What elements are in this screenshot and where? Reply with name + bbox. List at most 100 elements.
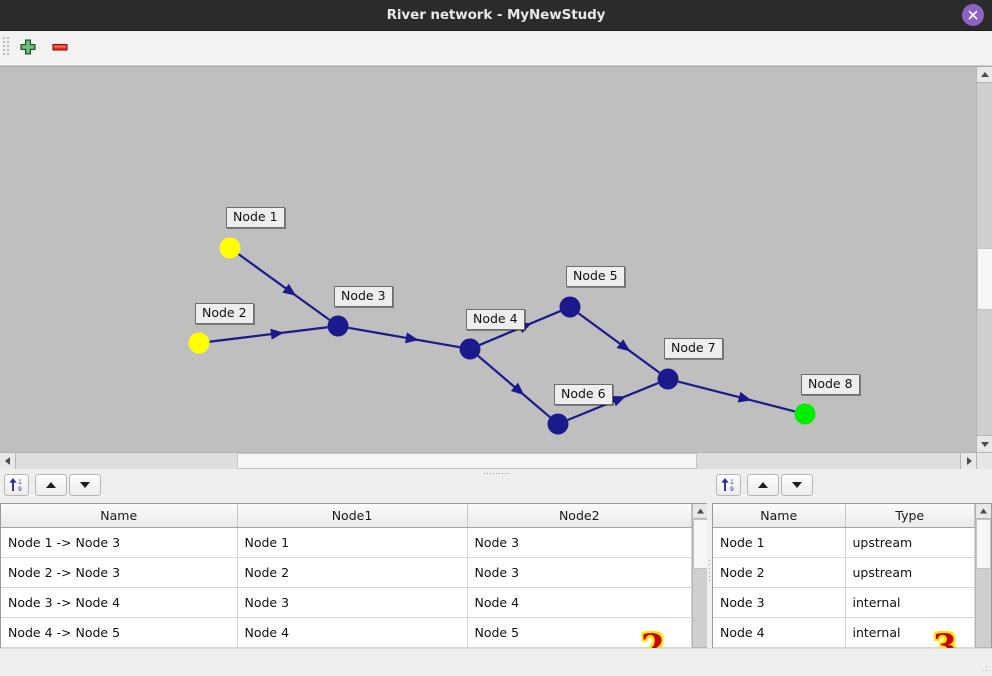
- scroll-track-upper[interactable]: [977, 83, 992, 248]
- table-cell[interactable]: Node 2 -> Node 3: [1, 557, 238, 588]
- move-down-icon[interactable]: [781, 474, 813, 496]
- move-down-icon[interactable]: [69, 474, 101, 496]
- add-plus-icon[interactable]: [18, 37, 42, 59]
- column-header[interactable]: Name: [713, 504, 846, 528]
- column-header[interactable]: Name: [1, 504, 238, 528]
- canvas-vscroll-thumb[interactable]: [977, 248, 992, 310]
- reaches-vscroll-thumb[interactable]: [693, 519, 708, 569]
- horizontal-splitter[interactable]: [0, 469, 992, 478]
- title-bar: River network - MyNewStudy: [0, 0, 992, 31]
- table-cell[interactable]: internal: [845, 617, 975, 648]
- scroll-down-arrow-icon[interactable]: [977, 435, 992, 452]
- move-up-icon[interactable]: [747, 474, 779, 496]
- graph-node-label[interactable]: Node 5: [566, 266, 625, 287]
- table-cell[interactable]: Node 4: [237, 617, 468, 648]
- nodes-scroll-up-arrow-icon[interactable]: [976, 504, 991, 519]
- graph-node[interactable]: [459, 338, 481, 360]
- column-header[interactable]: Node2: [467, 504, 692, 528]
- vertical-splitter[interactable]: [707, 470, 713, 676]
- table-cell[interactable]: Node 1: [237, 527, 468, 558]
- canvas-vertical-scrollbar[interactable]: [976, 67, 992, 452]
- graph-node-label[interactable]: Node 7: [664, 338, 723, 359]
- table-cell[interactable]: internal: [845, 587, 975, 618]
- plus-glyph: [20, 39, 36, 55]
- status-bar: [0, 648, 992, 676]
- graph-edge[interactable]: [677, 380, 796, 413]
- close-icon[interactable]: [962, 4, 984, 26]
- graph-node-label[interactable]: Node 8: [801, 374, 860, 395]
- graph-node-label[interactable]: Node 1: [226, 207, 285, 228]
- chevron-up-glyph: [981, 72, 989, 77]
- table-cell[interactable]: Node 3 -> Node 4: [1, 587, 238, 618]
- table-cell[interactable]: Node 3: [713, 587, 846, 618]
- scroll-up-arrow-icon[interactable]: [977, 67, 992, 83]
- sort-ascending-icon[interactable]: 1 9: [4, 474, 29, 496]
- table-cell[interactable]: Node 2: [237, 557, 468, 588]
- table-cell[interactable]: upstream: [845, 527, 975, 558]
- graph-node[interactable]: [794, 403, 816, 425]
- graph-node[interactable]: [327, 315, 349, 337]
- table-cell[interactable]: Node 3: [237, 587, 468, 618]
- table-cell[interactable]: Node 3: [467, 527, 692, 558]
- nodes-vscroll-thumb[interactable]: [976, 519, 991, 569]
- scroll-track-lower[interactable]: [977, 310, 992, 435]
- graph-node-label[interactable]: Node 2: [195, 303, 254, 324]
- graph-node[interactable]: [547, 413, 569, 435]
- graph-node-label[interactable]: Node 4: [466, 309, 525, 330]
- graph-edge[interactable]: [477, 354, 551, 419]
- scroll-right-arrow-icon[interactable]: [960, 453, 976, 469]
- resize-grip-icon[interactable]: [982, 666, 988, 672]
- toolbar-drag-handle[interactable]: [3, 37, 9, 59]
- table-cell[interactable]: Node 4: [713, 617, 846, 648]
- splitter-grip: [484, 473, 510, 475]
- graph-edge[interactable]: [348, 326, 460, 349]
- graph-node[interactable]: [559, 296, 581, 318]
- move-up-icon[interactable]: [35, 474, 67, 496]
- table-cell[interactable]: Node 3: [467, 557, 692, 588]
- graph-node[interactable]: [219, 237, 241, 259]
- graph-edge[interactable]: [209, 326, 328, 343]
- table-cell[interactable]: Node 1 -> Node 3: [1, 527, 238, 558]
- table-cell[interactable]: Node 4 -> Node 5: [1, 617, 238, 648]
- graph-node[interactable]: [188, 332, 210, 354]
- column-header[interactable]: Type: [845, 504, 975, 528]
- reaches-vertical-scrollbar[interactable]: [692, 504, 708, 662]
- canvas-horizontal-scrollbar[interactable]: [0, 452, 976, 469]
- triangle-down-glyph: [792, 482, 802, 488]
- sort-ascending-icon[interactable]: 1 9: [716, 474, 741, 496]
- table-cell[interactable]: Node 2: [713, 557, 846, 588]
- graph-node-label[interactable]: Node 3: [334, 286, 393, 307]
- nodes-vertical-scrollbar[interactable]: [975, 504, 991, 662]
- chevron-left-glyph: [5, 457, 10, 465]
- column-header[interactable]: Node1: [237, 504, 468, 528]
- network-canvas[interactable]: Node 1 Node 2 Node 3 Node 4 Node 5 Node 6 Node…: [0, 67, 976, 452]
- graph-node[interactable]: [657, 368, 679, 390]
- table-cell[interactable]: Node 1: [713, 527, 846, 558]
- graph-edge[interactable]: [567, 381, 659, 422]
- chevron-right-glyph: [967, 457, 972, 465]
- table-cell[interactable]: Node 4: [467, 587, 692, 618]
- scroll-left-arrow-icon[interactable]: [0, 453, 16, 469]
- close-x-glyph: [968, 10, 978, 20]
- graph-edge[interactable]: [577, 312, 661, 374]
- svg-text:1: 1: [18, 479, 22, 486]
- graph-node-label[interactable]: Node 6: [554, 384, 613, 405]
- table-cell[interactable]: upstream: [845, 557, 975, 588]
- graph-edge[interactable]: [237, 253, 331, 321]
- canvas-hscroll-thumb[interactable]: [237, 453, 697, 469]
- delete-minus-icon[interactable]: [50, 37, 74, 59]
- table-cell[interactable]: Node 5: [467, 617, 692, 648]
- reaches-scroll-up-arrow-icon[interactable]: [693, 504, 708, 519]
